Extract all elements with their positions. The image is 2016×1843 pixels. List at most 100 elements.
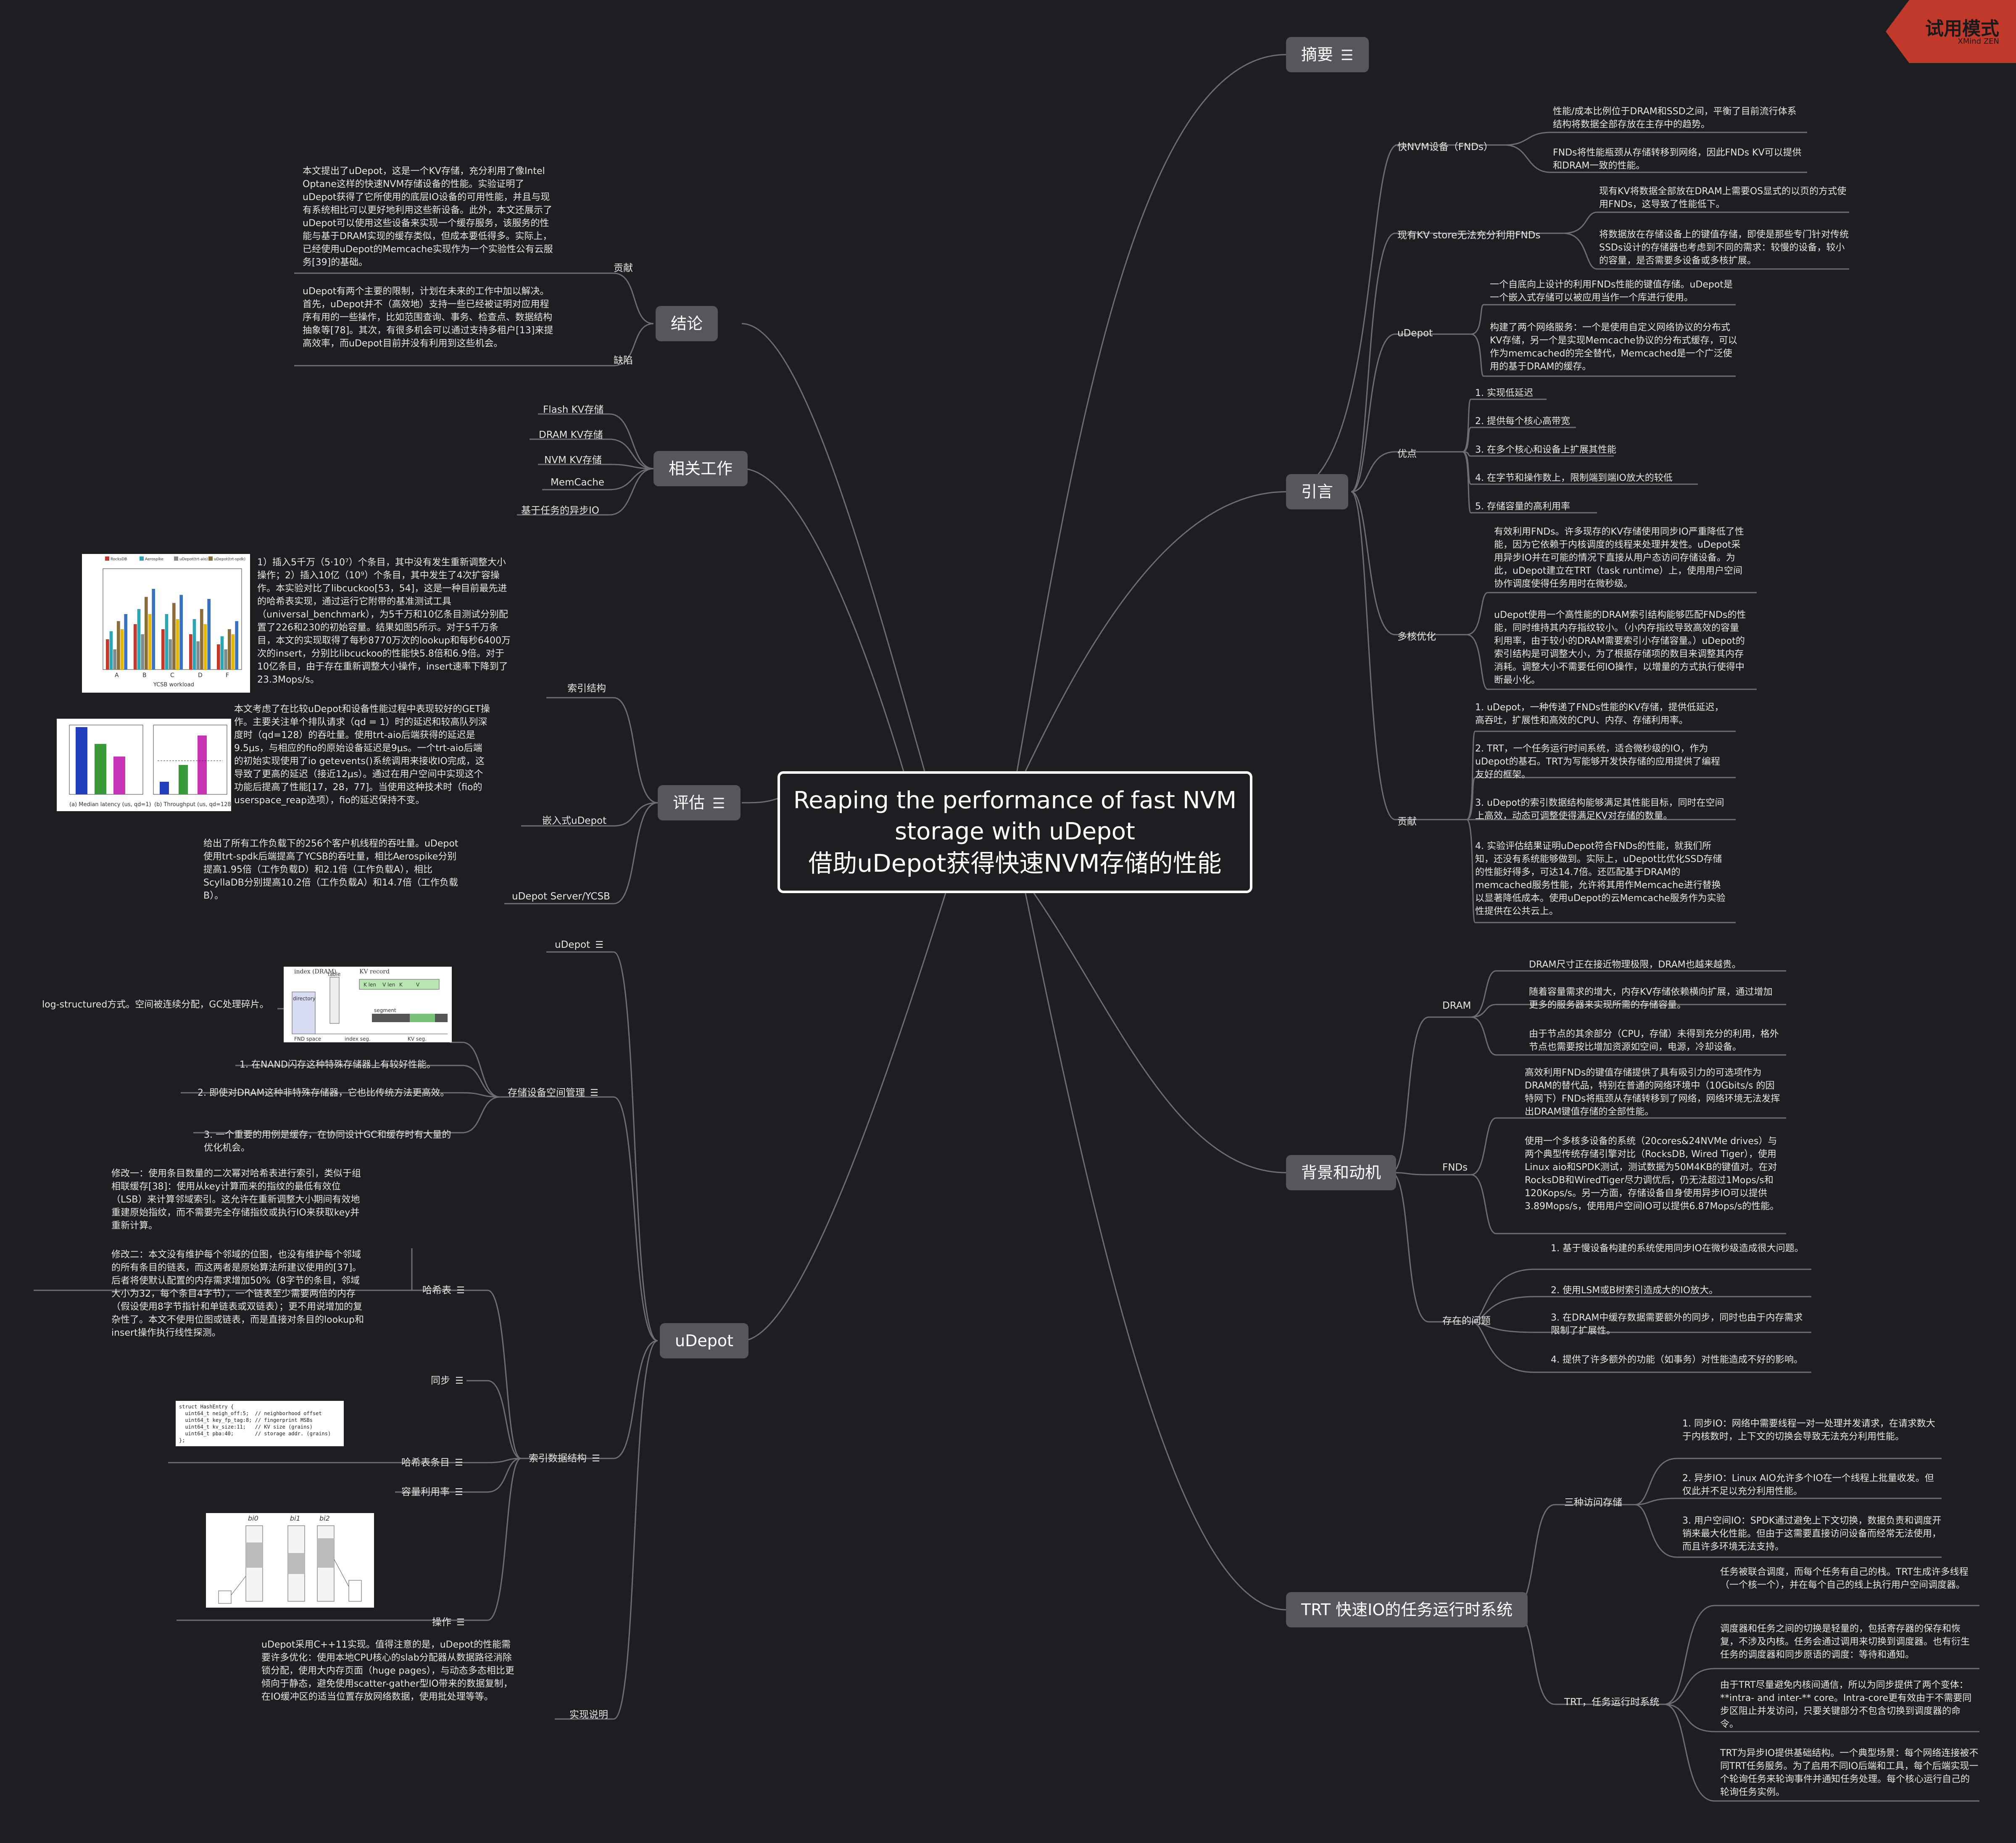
related-item[interactable]: NVM KV存储 <box>544 455 602 466</box>
central-topic[interactable]: Reaping the performance of fast NVM stor… <box>777 771 1252 893</box>
hash-ops-figure: bi0 bi1 bi2 <box>206 1513 374 1608</box>
intro-contrib-1: 1. uDepot，一种传递了FNDs性能的KV存储，提供低延迟，高吞吐，扩展性… <box>1475 702 1724 726</box>
intro-adv-label[interactable]: 优点 <box>1397 448 1417 459</box>
chart-bar <box>200 609 203 670</box>
udepot-sync-label[interactable]: 同步☰ <box>431 1372 464 1387</box>
intro-udepot-1: 一个自底向上设计的利用FNDs性能的键值存储。uDepot是一个嵌入式存储可以被… <box>1490 279 1733 303</box>
bg-fnds-label[interactable]: FNDs <box>1442 1162 1468 1173</box>
trt-rt-4: TRT为异步IO提供基础结构。一个典型场景：每个网络连接被不同TRT任务服务。为… <box>1720 1748 1979 1798</box>
latency-bars: (a) Median latency (us, qd=1) (b) Throug… <box>69 725 233 808</box>
topic-trt[interactable]: TRT 快速IO的任务运行时系统 <box>1286 1592 1528 1627</box>
bg-problem-2: 2. 使用LSM或B树索引造成大的IO放大。 <box>1551 1285 1718 1296</box>
bg-problem-1: 1. 基于慢设备构建的系统使用同步IO在微秒级造成很大问题。 <box>1551 1243 1804 1254</box>
trt-rt-label[interactable]: TRT，任务运行时系统 <box>1564 1697 1660 1708</box>
watermark-text: 试用模式 <box>1925 18 1999 40</box>
topic-related-work[interactable]: 相关工作 <box>654 451 748 486</box>
intro-kv-label[interactable]: 现有KV store无法充分利用FNDs <box>1397 230 1541 241</box>
intro-adv-2: 2. 提供每个核心高带宽 <box>1475 416 1570 427</box>
chart-bar <box>113 649 116 670</box>
udepot-entry-label[interactable]: 哈希表条目☰ <box>401 1454 463 1469</box>
chart-bar <box>196 641 200 670</box>
udepot-space-2: 2. 即使对DRAM这种非特殊存储器，它也比传统方法更高效。 <box>198 1088 450 1098</box>
chart-bar <box>117 621 120 670</box>
chart-tick-label: F <box>226 672 229 679</box>
chart-legend-swatch <box>105 556 109 561</box>
bg-dram-1: DRAM尺寸正在接近物理极限，DRAM也越来越贵。 <box>1529 960 1741 970</box>
eval-ycsb-label[interactable]: uDepot Server/YCSB <box>512 891 610 902</box>
udepot-index-label[interactable]: 索引数据结构☰ <box>529 1450 600 1464</box>
chart-bar <box>120 629 124 670</box>
latency-throughput-figure: (a) Median latency (us, qd=1) (b) Throug… <box>57 719 233 811</box>
related-item[interactable]: 基于任务的异步IO <box>521 505 599 516</box>
chart-bar <box>161 629 165 670</box>
intro-udepot-2: 构建了两个网络服务：一个是使用自定义网络协议的分布式KV存储，另一个是实现Mem… <box>1490 322 1737 372</box>
topic-eval-label: 评估 <box>673 794 705 812</box>
fig-kv-record: KV record <box>359 968 390 975</box>
related-item[interactable]: MemCache <box>551 477 604 488</box>
topic-summary[interactable]: 摘要☰ <box>1286 37 1369 72</box>
chart-bar <box>141 634 144 670</box>
latency-caption: (a) Median latency (us, qd=1) <box>69 802 151 808</box>
udepot-space-1: 1. 在NAND闪存这种特殊存储器上有较好性能。 <box>240 1060 436 1070</box>
ops-fig-label: bi1 <box>290 1514 300 1522</box>
ops-fig-label: bi0 <box>248 1514 258 1522</box>
intro-contrib-2: 2. TRT，一个任务运行时间系统，适合微秒级的IO，作为uDepot的基石。T… <box>1475 744 1721 780</box>
fig-k: K <box>399 982 403 988</box>
topic-udepot[interactable]: uDepot <box>660 1323 748 1358</box>
topic-trt-label: TRT 快速IO的任务运行时系统 <box>1301 1600 1513 1619</box>
eval-index-label[interactable]: 索引结构 <box>567 683 606 694</box>
chart-legend-label: Aerospike <box>145 557 163 562</box>
chart-bar <box>124 614 127 670</box>
fig-table: table <box>328 971 340 977</box>
trt-rt-3: 由于TRT尽量避免内核间通信，所以为同步提供了两个变体：**intra- and… <box>1720 1680 1972 1730</box>
conclusion-contrib-label[interactable]: 贡献 <box>614 263 633 274</box>
notes-icon: ☰ <box>455 1376 464 1386</box>
fig-space: FND space <box>294 1036 321 1042</box>
topic-conclusion[interactable]: 结论 <box>656 306 718 341</box>
chart-bar <box>172 603 176 670</box>
chart-bar <box>152 589 155 670</box>
topic-evaluation[interactable]: 评估☰ <box>658 785 741 820</box>
topic-udepot-label: uDepot <box>675 1331 733 1350</box>
related-item[interactable]: Flash KV存储 <box>543 404 604 415</box>
bg-dram-label[interactable]: DRAM <box>1442 1000 1471 1011</box>
topic-intro[interactable]: 引言 <box>1286 474 1349 509</box>
intro-fnd-label[interactable]: 快NVM设备（FNDs） <box>1397 142 1493 153</box>
fig-klen: K len <box>364 982 376 988</box>
udepot-sub-label[interactable]: uDepot☰ <box>555 939 603 950</box>
trt-three-3: 3. 用户空间IO：SPDK通过避免上下文切换，数据负责和调度开销来最大化性能。… <box>1682 1516 1942 1552</box>
chart-bar <box>207 599 211 670</box>
bg-problem-label[interactable]: 存在的问题 <box>1442 1316 1491 1326</box>
chart-legend-label: uDepot(trt-spdk) <box>214 557 245 562</box>
udepot-hash-label[interactable]: 哈希表☰ <box>422 1282 465 1296</box>
conclusion-defect-label[interactable]: 缺陷 <box>614 355 633 366</box>
notes-icon: ☰ <box>590 1088 598 1098</box>
udepot-util-label[interactable]: 容量利用率☰ <box>401 1484 463 1498</box>
fig-segment: segment <box>374 1007 396 1013</box>
related-item[interactable]: DRAM KV存储 <box>539 430 603 440</box>
trt-three-label[interactable]: 三种访问存储 <box>1564 1497 1622 1508</box>
fig-index-title: index (DRAM) <box>294 968 336 975</box>
eval-embed-label[interactable]: 嵌入式uDepot <box>542 815 607 826</box>
trt-three-2: 2. 异步IO：Linux AIO允许多个IO在一个线程上批量收发。但仅此并不足… <box>1682 1473 1934 1497</box>
hash-entry-code-figure: struct HashEntry { uint64_t neigh_off:5;… <box>176 1401 344 1446</box>
intro-multicore-1: 有效利用FNDs。许多现存的KV存储使用同步IO严重降低了性能，因为它依赖于内核… <box>1494 527 1744 589</box>
intro-udepot-label[interactable]: uDepot <box>1397 328 1433 339</box>
chart-legend-label: RocksDB <box>111 557 127 562</box>
intro-contrib-label[interactable]: 贡献 <box>1397 816 1417 827</box>
intro-multicore-label[interactable]: 多核优化 <box>1397 631 1436 642</box>
chart-tick-label: A <box>115 672 119 679</box>
intro-adv-1: 1. 实现低延迟 <box>1475 388 1533 398</box>
udepot-impl-label[interactable]: 实现说明 <box>569 1709 608 1720</box>
udepot-ops-label[interactable]: 操作☰ <box>432 1614 465 1628</box>
intro-contrib-3: 3. uDepot的索引数据结构能够满足其性能目标，同时在空间上高效，动态可调整… <box>1475 798 1724 821</box>
notes-icon: ☰ <box>1341 47 1354 64</box>
topic-background[interactable]: 背景和动机 <box>1286 1155 1397 1190</box>
chart-bar <box>224 649 227 670</box>
throughput-caption: (b) Throughput (us, qd=128) <box>154 802 231 808</box>
ops-fig-label: bi2 <box>319 1514 330 1522</box>
intro-adv-5: 5. 存储容量的高利用率 <box>1475 501 1570 512</box>
udepot-space-label[interactable]: 存储设备空间管理☰ <box>508 1084 598 1099</box>
chart-bar <box>217 644 220 670</box>
chart-bar <box>148 614 152 670</box>
